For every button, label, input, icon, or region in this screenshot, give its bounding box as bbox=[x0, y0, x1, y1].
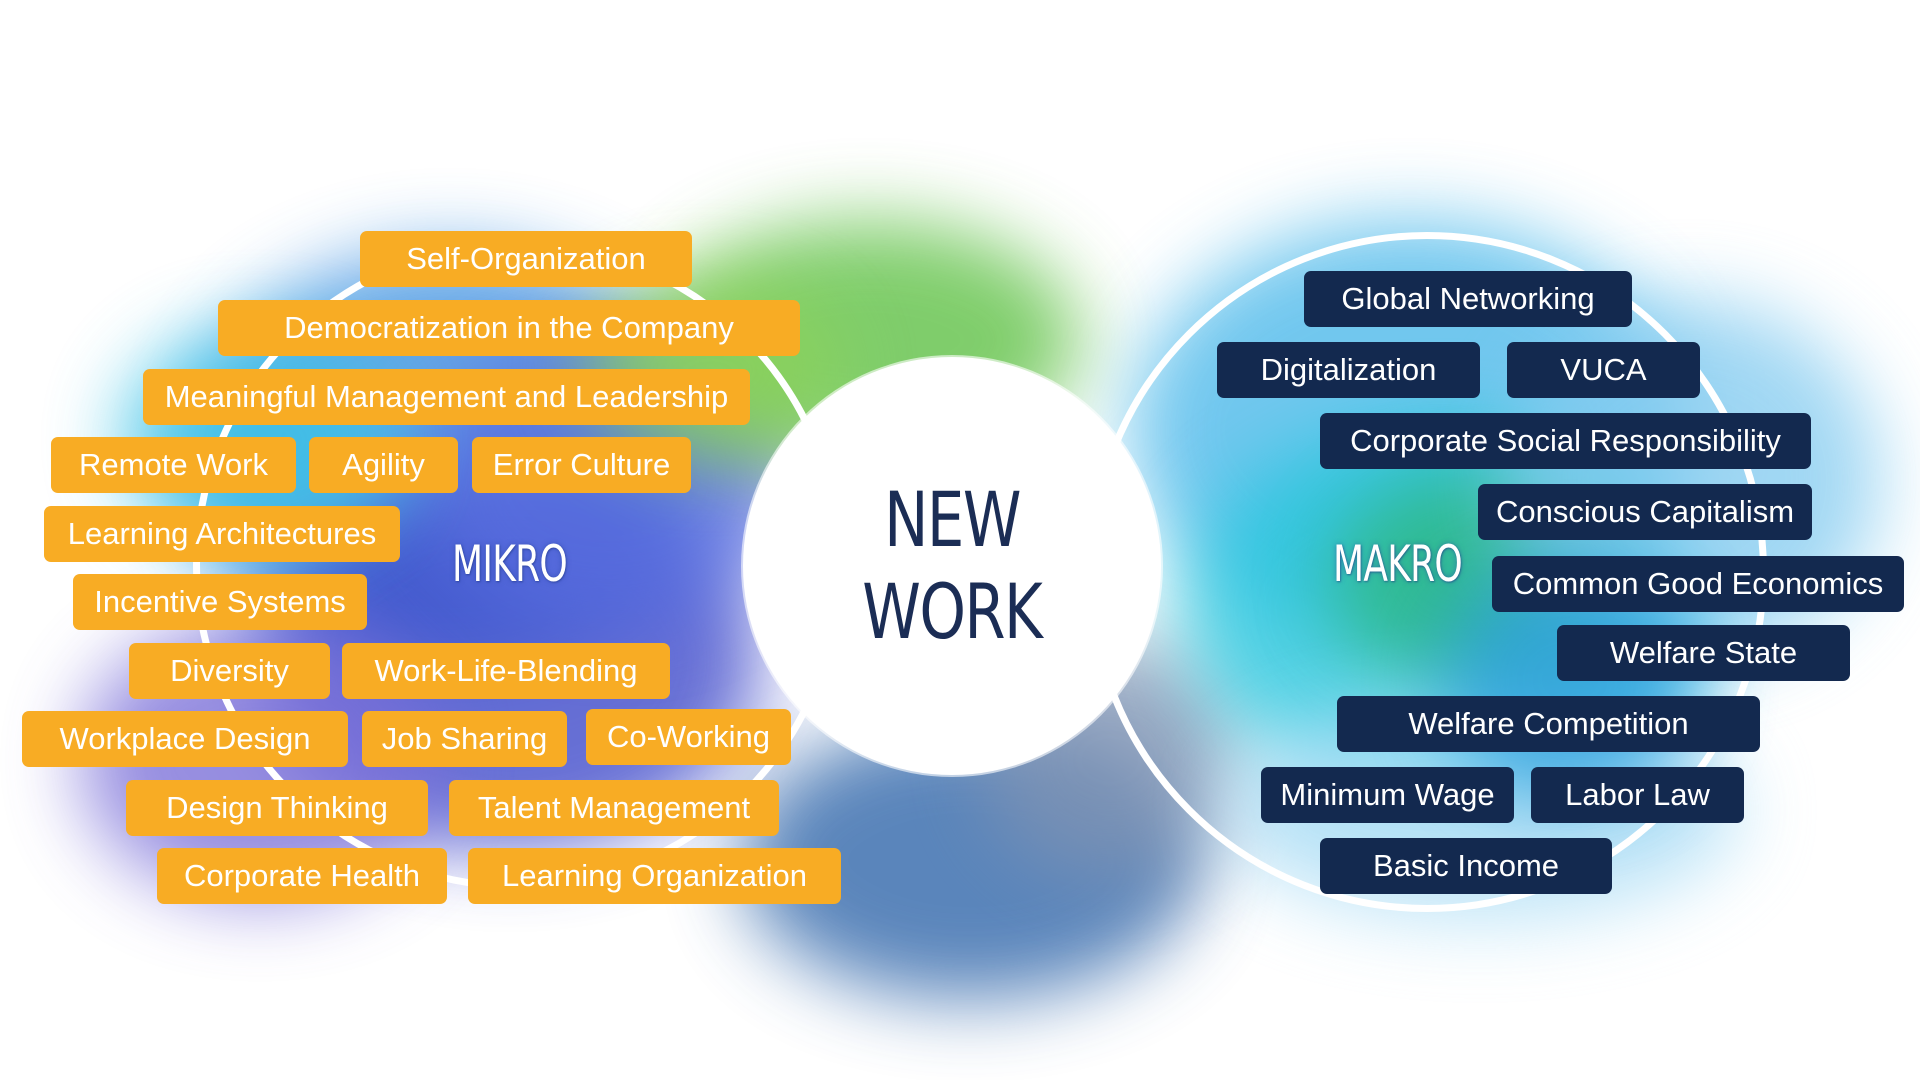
macro-tag-common-good-economics: Common Good Economics bbox=[1492, 556, 1904, 612]
micro-tag-learning-architectures: Learning Architectures bbox=[44, 506, 400, 562]
micro-tag-co-working: Co-Working bbox=[586, 709, 791, 765]
macro-tag-welfare-state: Welfare State bbox=[1557, 625, 1850, 681]
macro-tag-global-networking: Global Networking bbox=[1304, 271, 1632, 327]
mikro-label: MIKRO bbox=[452, 535, 568, 593]
micro-tag-remote-work: Remote Work bbox=[51, 437, 296, 493]
micro-tag-diversity: Diversity bbox=[129, 643, 330, 699]
macro-tag-minimum-wage: Minimum Wage bbox=[1261, 767, 1514, 823]
micro-tag-design-thinking: Design Thinking bbox=[126, 780, 428, 836]
macro-tag-vuca: VUCA bbox=[1507, 342, 1700, 398]
micro-tag-learning-organization: Learning Organization bbox=[468, 848, 841, 904]
center-title-line-1: NEW bbox=[884, 475, 1021, 564]
micro-tag-workplace-design: Workplace Design bbox=[22, 711, 348, 767]
macro-tag-basic-income: Basic Income bbox=[1320, 838, 1612, 894]
micro-tag-error-culture: Error Culture bbox=[472, 437, 691, 493]
macro-tag-welfare-competition: Welfare Competition bbox=[1337, 696, 1760, 752]
micro-tag-corporate-health: Corporate Health bbox=[157, 848, 447, 904]
macro-tag-labor-law: Labor Law bbox=[1531, 767, 1744, 823]
macro-tag-conscious-capitalism: Conscious Capitalism bbox=[1478, 484, 1812, 540]
macro-tag-digitalization: Digitalization bbox=[1217, 342, 1480, 398]
micro-tag-incentive-systems: Incentive Systems bbox=[73, 574, 367, 630]
macro-tag-corporate-social-responsibility: Corporate Social Responsibility bbox=[1320, 413, 1811, 469]
center-title-line-2: WORK bbox=[862, 567, 1043, 656]
micro-tag-democratization: Democratization in the Company bbox=[218, 300, 800, 356]
micro-tag-work-life-blending: Work-Life-Blending bbox=[342, 643, 670, 699]
micro-tag-talent-management: Talent Management bbox=[449, 780, 779, 836]
micro-tag-agility: Agility bbox=[309, 437, 458, 493]
micro-tag-self-organization: Self-Organization bbox=[360, 231, 692, 287]
new-work-center-circle: NEW WORK bbox=[743, 357, 1161, 775]
micro-tag-meaningful-management: Meaningful Management and Leadership bbox=[143, 369, 750, 425]
makro-label: MAKRO bbox=[1333, 535, 1463, 593]
micro-tag-job-sharing: Job Sharing bbox=[362, 711, 567, 767]
